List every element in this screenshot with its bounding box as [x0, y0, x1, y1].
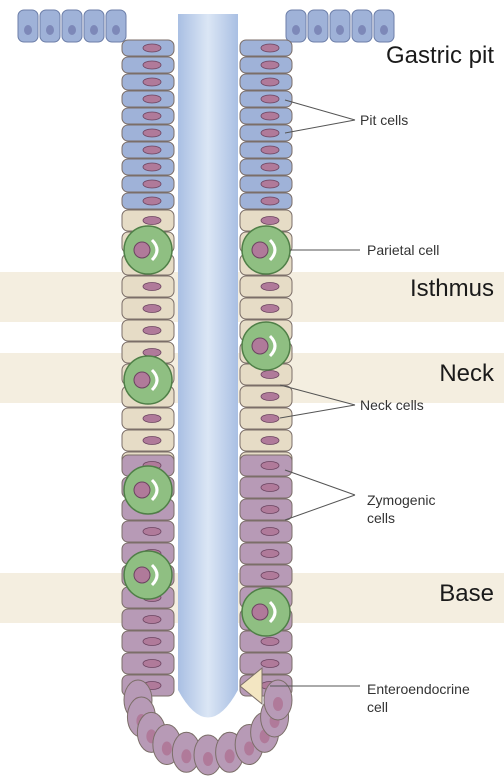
- cell-nucleus: [143, 217, 161, 225]
- cell-nucleus: [143, 305, 161, 313]
- cell-nucleus: [143, 112, 161, 120]
- cell-nucleus: [143, 163, 161, 171]
- parietal-nucleus: [252, 242, 268, 258]
- cell-nucleus: [143, 327, 161, 335]
- cell-nucleus: [143, 638, 161, 646]
- base-nucleus: [225, 749, 235, 763]
- cell-nucleus: [261, 484, 279, 492]
- parietal-nucleus: [134, 482, 150, 498]
- parietal-nucleus: [134, 372, 150, 388]
- enteroendocrine-cell-label: Enteroendocrine cell: [367, 680, 470, 716]
- cell-nucleus: [261, 129, 279, 137]
- base-nucleus: [273, 697, 283, 711]
- enteroendocrine-line2: cell: [367, 699, 388, 715]
- cell-nucleus: [261, 112, 279, 120]
- cell-nucleus: [261, 95, 279, 103]
- cell-nucleus: [143, 78, 161, 86]
- cell-nucleus: [143, 180, 161, 188]
- gland-lumen: [178, 14, 238, 718]
- cell-nucleus: [143, 616, 161, 624]
- parietal-nucleus: [252, 604, 268, 620]
- cell-nucleus: [143, 415, 161, 423]
- surface-nucleus: [358, 25, 366, 35]
- cell-nucleus: [143, 44, 161, 52]
- zymogenic-cells-label: Zymogenic cells: [367, 491, 435, 527]
- base-nucleus: [181, 749, 191, 763]
- pit-cells-label: Pit cells: [360, 111, 408, 129]
- cell-nucleus: [261, 217, 279, 225]
- surface-nucleus: [90, 25, 98, 35]
- surface-nucleus: [314, 25, 322, 35]
- cell-nucleus: [143, 197, 161, 205]
- enteroendocrine-line1: Enteroendocrine: [367, 681, 470, 697]
- surface-nucleus: [24, 25, 32, 35]
- gastric-pit-label: Gastric pit: [386, 42, 494, 70]
- cell-nucleus: [261, 61, 279, 69]
- cell-nucleus: [143, 146, 161, 154]
- base-nucleus: [162, 741, 172, 755]
- surface-nucleus: [292, 25, 300, 35]
- cell-nucleus: [261, 437, 279, 445]
- parietal-cell-label: Parietal cell: [367, 241, 439, 259]
- parietal-nucleus: [252, 338, 268, 354]
- neck-label: Neck: [439, 360, 494, 388]
- parietal-nucleus: [134, 567, 150, 583]
- cell-nucleus: [261, 305, 279, 313]
- cell-nucleus: [143, 660, 161, 668]
- cell-nucleus: [143, 61, 161, 69]
- surface-nucleus: [336, 25, 344, 35]
- cell-nucleus: [261, 415, 279, 423]
- cell-nucleus: [261, 660, 279, 668]
- cell-nucleus: [261, 163, 279, 171]
- cell-nucleus: [261, 638, 279, 646]
- cell-nucleus: [143, 283, 161, 291]
- cell-nucleus: [261, 197, 279, 205]
- cell-nucleus: [261, 146, 279, 154]
- cell-nucleus: [261, 572, 279, 580]
- cell-nucleus: [143, 129, 161, 137]
- cell-nucleus: [261, 550, 279, 558]
- surface-nucleus: [380, 25, 388, 35]
- zymogenic-line2: cells: [367, 510, 395, 526]
- cell-nucleus: [143, 437, 161, 445]
- cell-nucleus: [261, 180, 279, 188]
- neck-cells-label: Neck cells: [360, 396, 424, 414]
- surface-nucleus: [46, 25, 54, 35]
- cell-nucleus: [261, 393, 279, 401]
- cell-nucleus: [143, 95, 161, 103]
- cell-nucleus: [143, 528, 161, 536]
- isthmus-label: Isthmus: [410, 275, 494, 303]
- surface-nucleus: [68, 25, 76, 35]
- parietal-nucleus: [134, 242, 150, 258]
- cell-nucleus: [261, 78, 279, 86]
- cell-nucleus: [261, 462, 279, 470]
- surface-nucleus: [112, 25, 120, 35]
- cell-nucleus: [261, 506, 279, 514]
- base-nucleus: [203, 752, 213, 766]
- cell-nucleus: [261, 283, 279, 291]
- cell-nucleus: [143, 349, 161, 357]
- base-label: Base: [439, 580, 494, 608]
- zymogenic-line1: Zymogenic: [367, 492, 435, 508]
- cell-nucleus: [261, 528, 279, 536]
- cell-nucleus: [261, 44, 279, 52]
- cell-nucleus: [261, 371, 279, 379]
